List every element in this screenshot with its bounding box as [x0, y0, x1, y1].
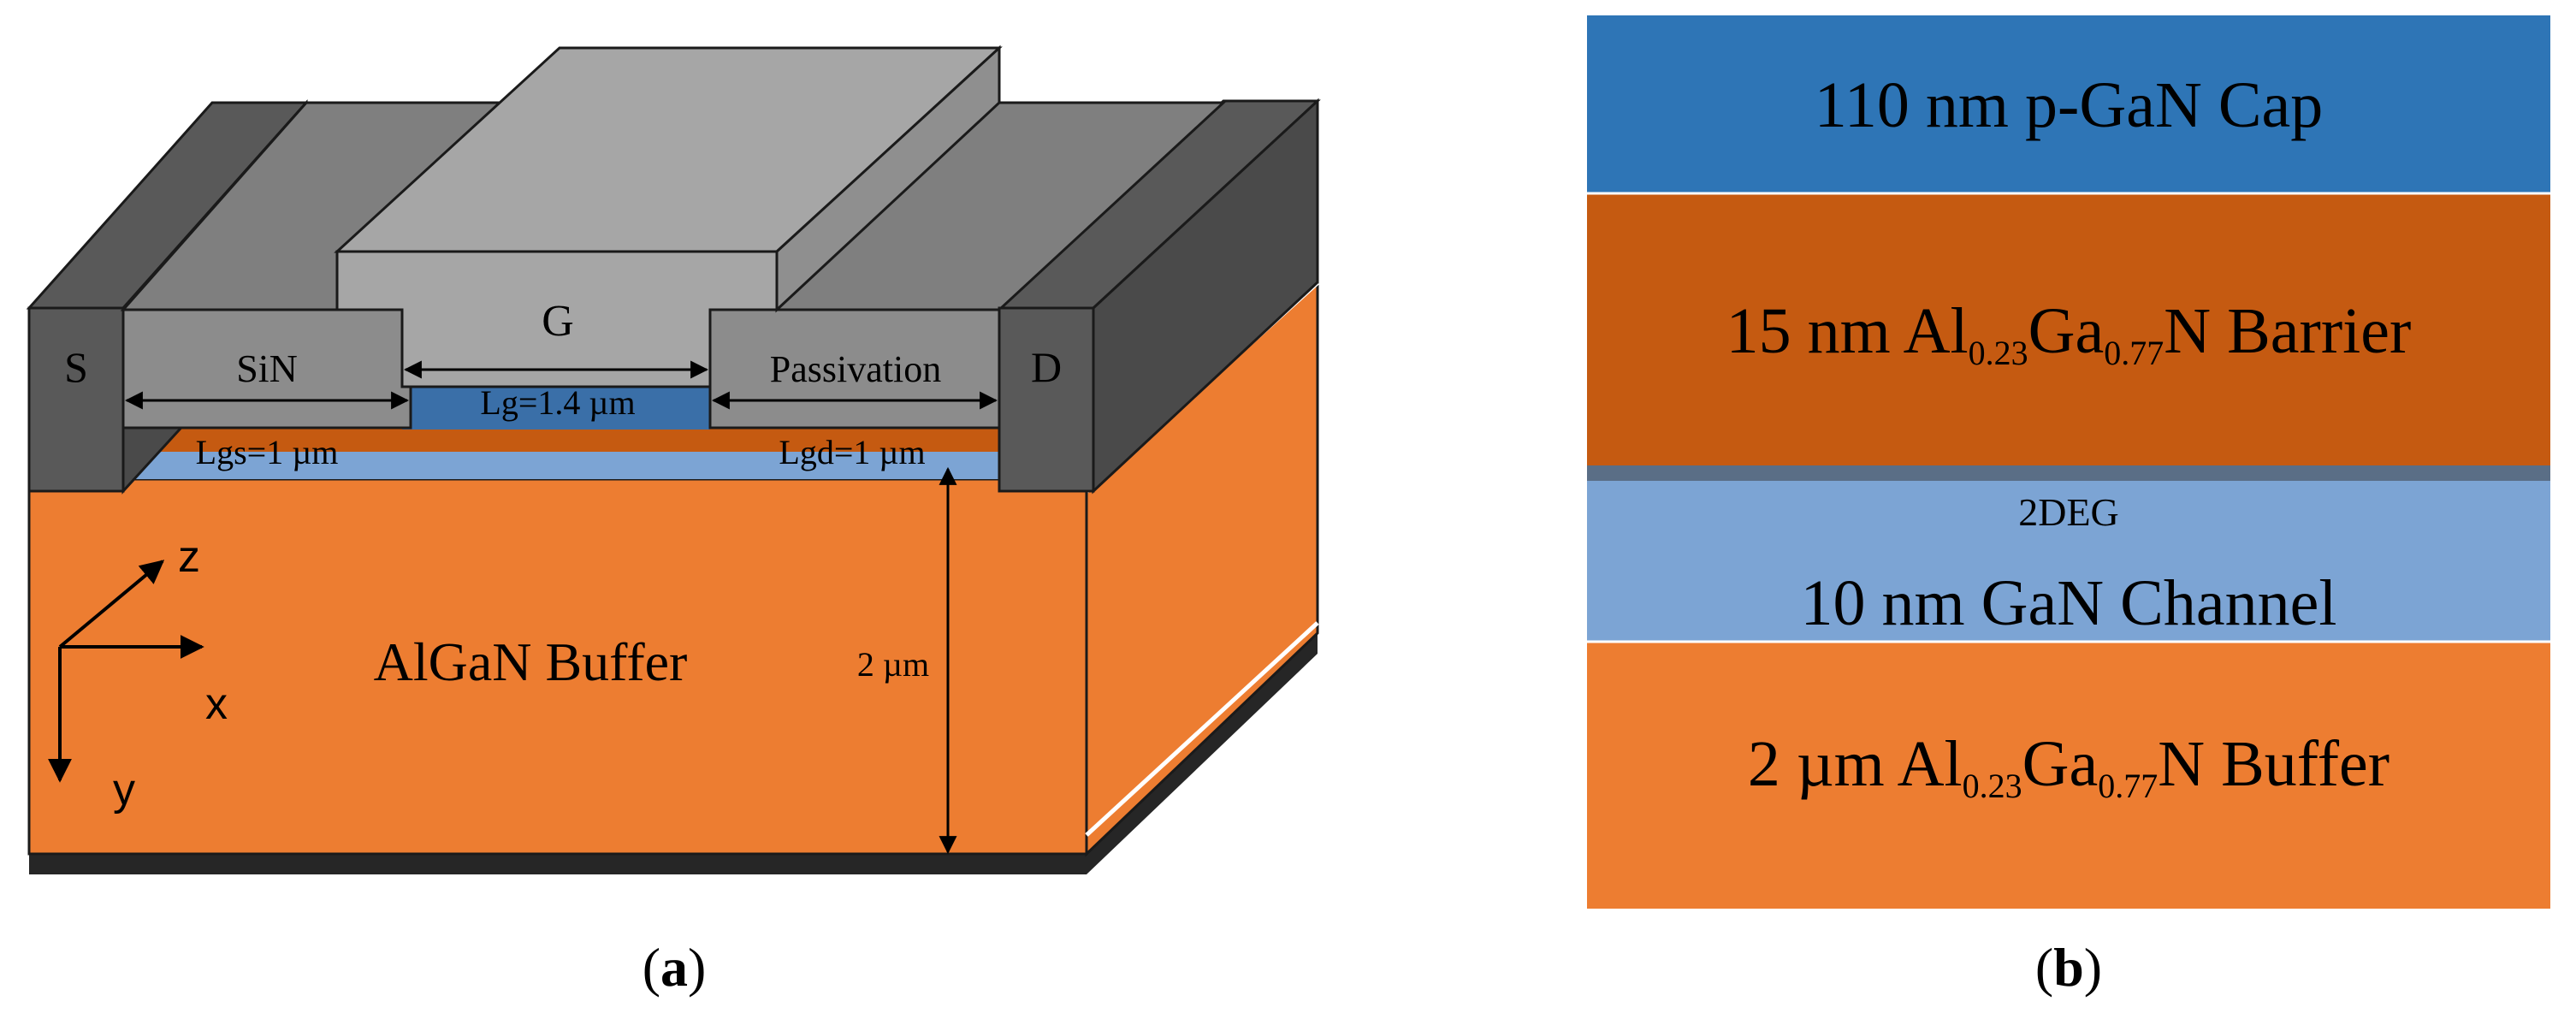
barrier-prefix: 15 nm Al [1726, 295, 1969, 367]
cap-layer-label: 110 nm p-GaN Cap [1815, 69, 2324, 141]
y-axis-label: y [113, 765, 135, 815]
sin-label: SiN [236, 347, 298, 390]
barrier-sub1: 0.23 [1969, 334, 2028, 372]
z-axis-label: z [178, 532, 200, 582]
layer-buffer [1587, 642, 2550, 909]
barrier-suffix: N Barrier [2164, 295, 2411, 367]
layer-cap [1587, 15, 2550, 193]
panel-b-stack: 110 nm p-GaN Cap 15 nm Al0.23Ga0.77N Bar… [1587, 15, 2550, 998]
substrate-side-bottom-edge [1087, 633, 1318, 874]
layer-channel [1587, 481, 2550, 642]
gate-label: G [542, 297, 574, 346]
buffer-prefix: 2 µm Al [1748, 728, 1963, 800]
lgs-label: Lgs=1 µm [196, 433, 339, 471]
drain-label: D [1031, 343, 1062, 391]
buffer-front-face [27, 477, 1088, 856]
channel-layer-label: 10 nm GaN Channel [1801, 567, 2337, 639]
layer-2deg [1587, 465, 2550, 481]
panel-a-device: S D G SiN Passivation Lg=1.4 µm Lgs=1 µm… [26, 44, 1321, 998]
drain-front [998, 306, 1095, 493]
lg-label: Lg=1.4 µm [480, 383, 635, 422]
buffer-mid: Ga [2022, 728, 2099, 800]
source-label: S [64, 343, 88, 391]
z-axis [58, 560, 165, 649]
2deg-label: 2DEG [2018, 490, 2119, 534]
barrier-mid: Ga [2028, 295, 2105, 367]
buffer-sub2: 0.77 [2098, 767, 2158, 805]
passivation-label: Passivation [770, 348, 941, 390]
caption-b-letter: b [2053, 937, 2084, 998]
lgd-label: Lgd=1 µm [779, 433, 925, 471]
buffer-label: AlGaN Buffer [374, 631, 688, 692]
buffer-layer-label: 2 µm Al0.23Ga0.77N Buffer [1748, 728, 2389, 805]
source-front [27, 306, 125, 493]
side-highlight-lower [1085, 621, 1319, 837]
layer-barrier [1587, 193, 2550, 465]
thickness-label: 2 µm [857, 645, 929, 684]
coordinate-axes: z x y [48, 532, 228, 815]
caption-b: (b) [2035, 937, 2102, 998]
barrier-sub2: 0.77 [2104, 334, 2164, 372]
barrier-layer [123, 428, 999, 452]
barrier-layer-label: 15 nm Al0.23Ga0.77N Barrier [1726, 295, 2412, 372]
x-axis-label: x [205, 679, 228, 729]
buffer-sub1: 0.23 [1963, 767, 2022, 805]
substrate-bottom-edge [29, 854, 1087, 874]
buffer-suffix: N Buffer [2158, 728, 2389, 800]
cap-layer [402, 387, 710, 430]
caption-a-letter: a [660, 937, 688, 998]
channel-layer [123, 450, 999, 479]
caption-a: (a) [643, 937, 707, 998]
